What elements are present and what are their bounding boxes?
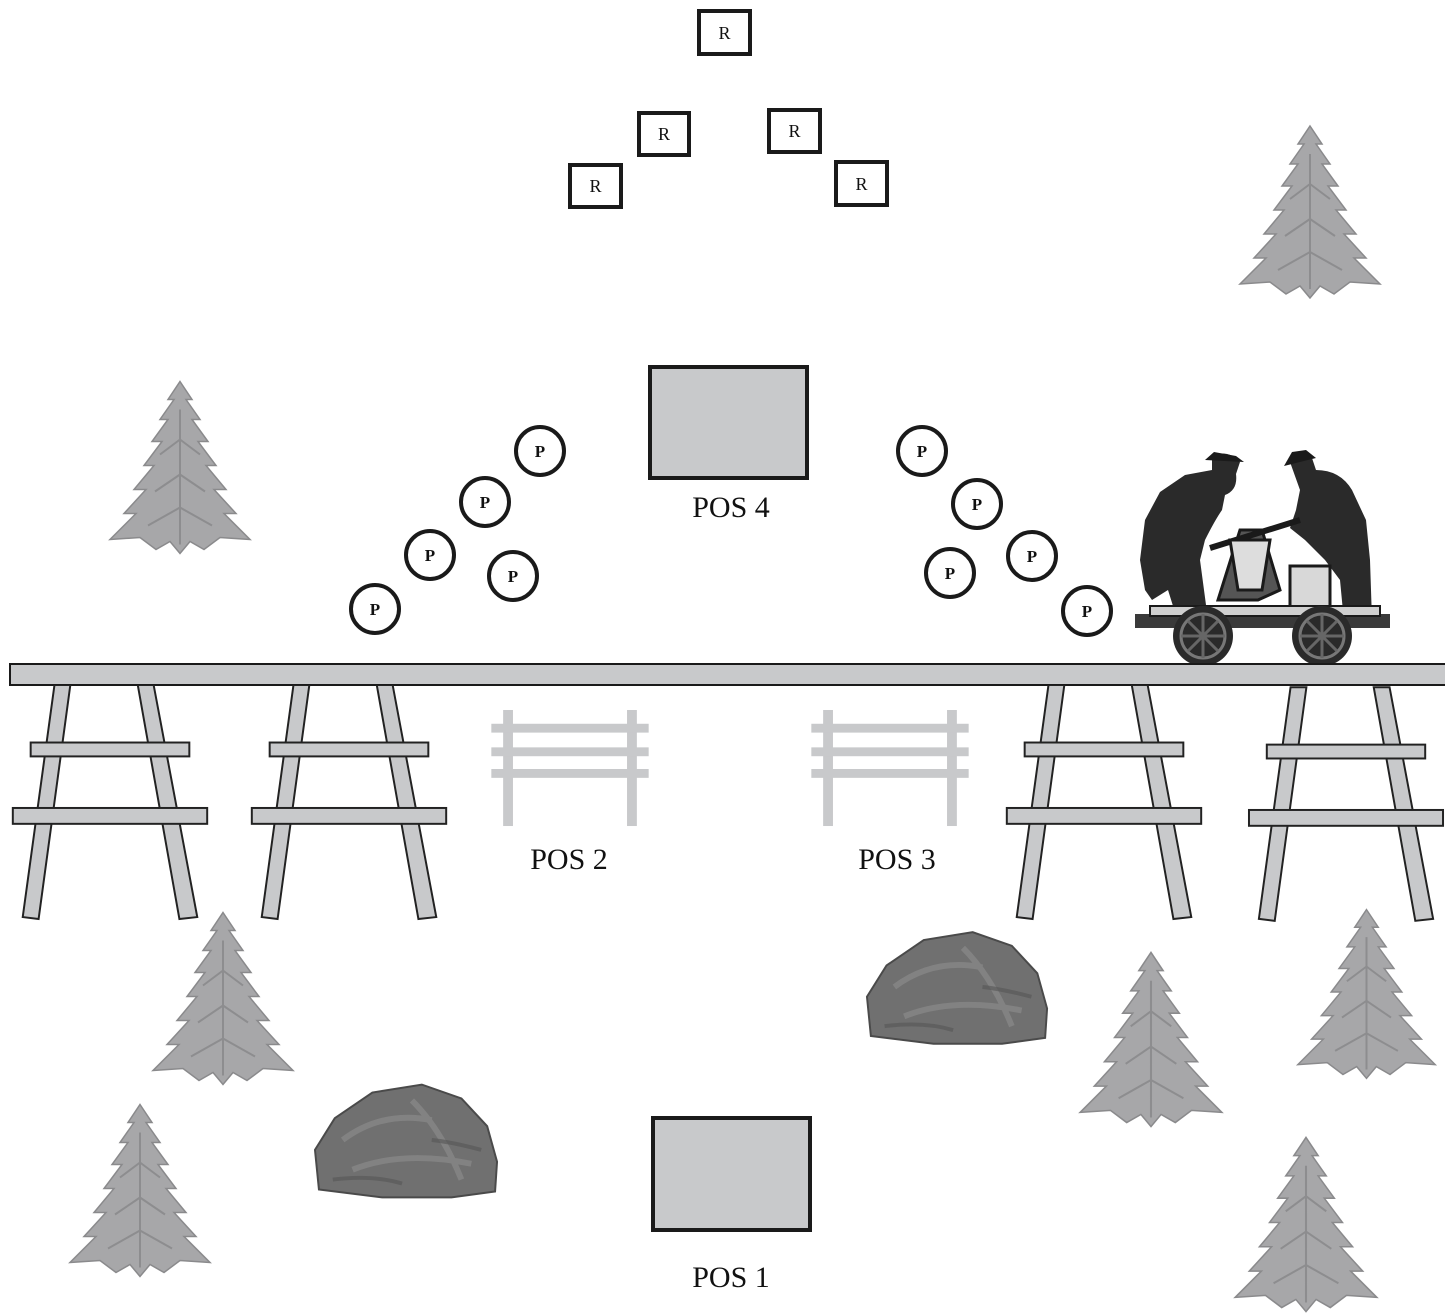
p-marker: P [404,529,456,581]
r-marker: R [637,111,691,157]
p-marker: P [951,478,1003,530]
r-marker: R [568,163,623,209]
fence-icon [811,710,969,827]
pine-tree-icon [1239,125,1381,299]
r-marker-label: R [589,176,601,196]
p-marker-label: P [1027,547,1037,566]
r-marker: R [834,160,889,207]
pos1-label: POS 1 [692,1261,770,1294]
p-marker-label: P [535,442,545,461]
p-marker-label: P [917,442,927,461]
fence-icon [491,710,649,827]
trestle-track-icon [1005,685,1203,921]
boulder-icon [315,1085,497,1198]
p-marker: P [924,547,976,599]
trestle-track-icon [250,685,448,921]
r-marker-label: R [658,124,670,144]
r-marker: R [697,9,752,56]
r-marker: R [767,108,822,154]
p-marker-label: P [508,567,518,586]
pine-tree-icon [151,911,295,1086]
trestle-track-icon [11,685,209,921]
p-marker-label: P [972,495,982,514]
r-marker-label: R [788,121,800,141]
pos4-box [648,365,809,480]
r-marker-label: R [855,174,867,194]
boulder-icon [867,932,1047,1044]
p-marker: P [1006,530,1058,582]
p-marker-label: P [480,493,490,512]
pos3-label: POS 3 [858,843,936,876]
p-marker: P [487,550,539,602]
p-marker-label: P [945,564,955,583]
pine-tree-icon [1296,908,1437,1080]
pine-tree-icon [1234,1136,1378,1313]
track-deck [9,663,1445,686]
r-marker-label: R [718,23,730,43]
railroad-handcar-icon [1135,450,1390,666]
pine-tree-icon [1079,951,1223,1128]
p-marker: P [1061,585,1113,637]
pine-tree-icon [68,1103,212,1278]
pos1-box [651,1116,812,1232]
p-marker: P [896,425,948,477]
trestle-track-icon [1247,686,1445,922]
p-marker-label: P [370,600,380,619]
p-marker: P [349,583,401,635]
p-marker-label: P [425,546,435,565]
p-marker: P [514,425,566,477]
pos4-label: POS 4 [692,491,770,524]
pine-tree-icon [108,380,252,555]
pos2-label: POS 2 [530,843,608,876]
p-marker: P [459,476,511,528]
p-marker-label: P [1082,602,1092,621]
